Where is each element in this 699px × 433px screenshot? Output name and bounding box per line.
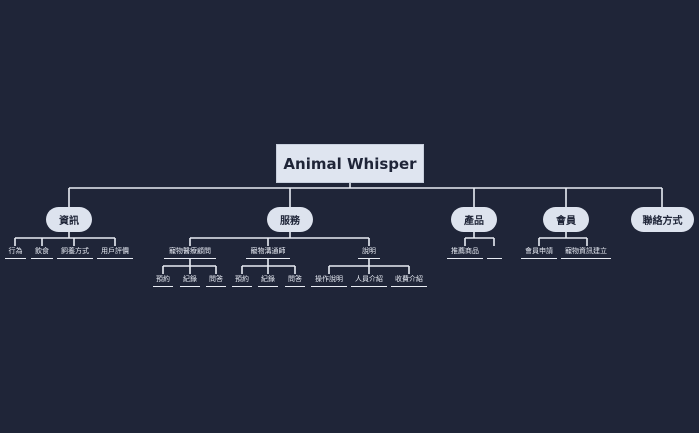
leaf-info-reviews[interactable]: 用戶評價 (97, 246, 133, 259)
leaf-vet-records[interactable]: 紀錄 (180, 274, 200, 287)
root-node[interactable]: Animal Whisper (276, 144, 424, 183)
leaf-member-apply[interactable]: 會員申請 (521, 246, 557, 259)
leaf-pricing[interactable]: 收費介紹 (391, 274, 427, 287)
leaf-product-empty[interactable] (487, 246, 502, 259)
leaf-comm-records[interactable]: 紀錄 (258, 274, 278, 287)
branch-products[interactable]: 產品 (451, 207, 497, 232)
leaf-info-care[interactable]: 飼養方式 (57, 246, 93, 259)
sub-pet-communicator[interactable]: 寵物溝通師 (246, 246, 290, 259)
sub-instructions[interactable]: 說明 (358, 246, 380, 259)
branch-services[interactable]: 服務 (267, 207, 313, 232)
branch-info[interactable]: 資訊 (46, 207, 92, 232)
leaf-info-behavior[interactable]: 行為 (5, 246, 26, 259)
leaf-comm-qa[interactable]: 問答 (285, 274, 305, 287)
leaf-vet-qa[interactable]: 問答 (206, 274, 226, 287)
leaf-recommended[interactable]: 推薦商品 (447, 246, 483, 259)
branch-members[interactable]: 會員 (543, 207, 589, 232)
branch-contact[interactable]: 聯絡方式 (631, 207, 694, 232)
sub-vet-consult[interactable]: 寵物醫療顧問 (164, 246, 216, 259)
leaf-pet-profile[interactable]: 寵物資訊建立 (561, 246, 611, 259)
leaf-vet-booking[interactable]: 預約 (153, 274, 173, 287)
leaf-info-diet[interactable]: 飲食 (31, 246, 53, 259)
leaf-comm-booking[interactable]: 預約 (232, 274, 252, 287)
leaf-staff-intro[interactable]: 人員介紹 (351, 274, 387, 287)
leaf-how-to-use[interactable]: 操作說明 (311, 274, 347, 287)
